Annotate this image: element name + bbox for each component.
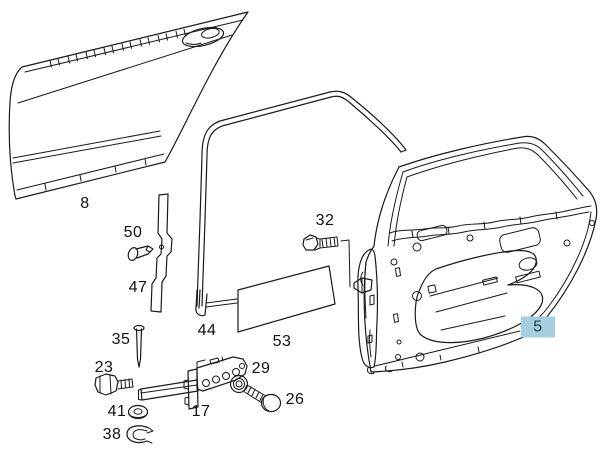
part-callout-47[interactable]: 47 [128,279,148,296]
part-callout-23[interactable]: 23 [94,359,114,376]
part-callout-50[interactable]: 50 [123,224,143,241]
part-47-rail-strip-drawing [150,193,173,313]
part-29-washer-drawing [229,374,249,394]
part-callout-8[interactable]: 8 [80,195,90,212]
part-callout-53[interactable]: 53 [272,333,292,350]
part-26-bolt-drawing [242,384,282,413]
part-44-door-seal-drawing [195,90,407,317]
part-callout-32[interactable]: 32 [315,212,335,229]
part-53-sealing-sheet-drawing [237,265,336,333]
part-callout-5[interactable]: 5 [521,316,555,338]
part-5-door-shell-drawing [353,135,598,375]
part-41-washer-drawing [127,404,149,420]
part-callout-29[interactable]: 29 [251,360,271,377]
part-35-pin-drawing [133,324,145,368]
part-callout-17[interactable]: 17 [191,403,211,420]
part-callout-26[interactable]: 26 [285,391,305,408]
part-38-clip-drawing [126,425,154,444]
part-callout-38[interactable]: 38 [102,426,122,443]
part-17-door-check-drawing [138,356,248,410]
part-callout-35[interactable]: 35 [111,331,131,348]
part-32-bolt-drawing [302,234,351,288]
part-callout-44[interactable]: 44 [197,322,217,339]
part-23-bolt-drawing [94,373,134,396]
part-50-clip-drawing [127,245,154,261]
part-8-door-outer-panel-drawing [8,11,249,200]
part-callout-41[interactable]: 41 [107,403,127,420]
